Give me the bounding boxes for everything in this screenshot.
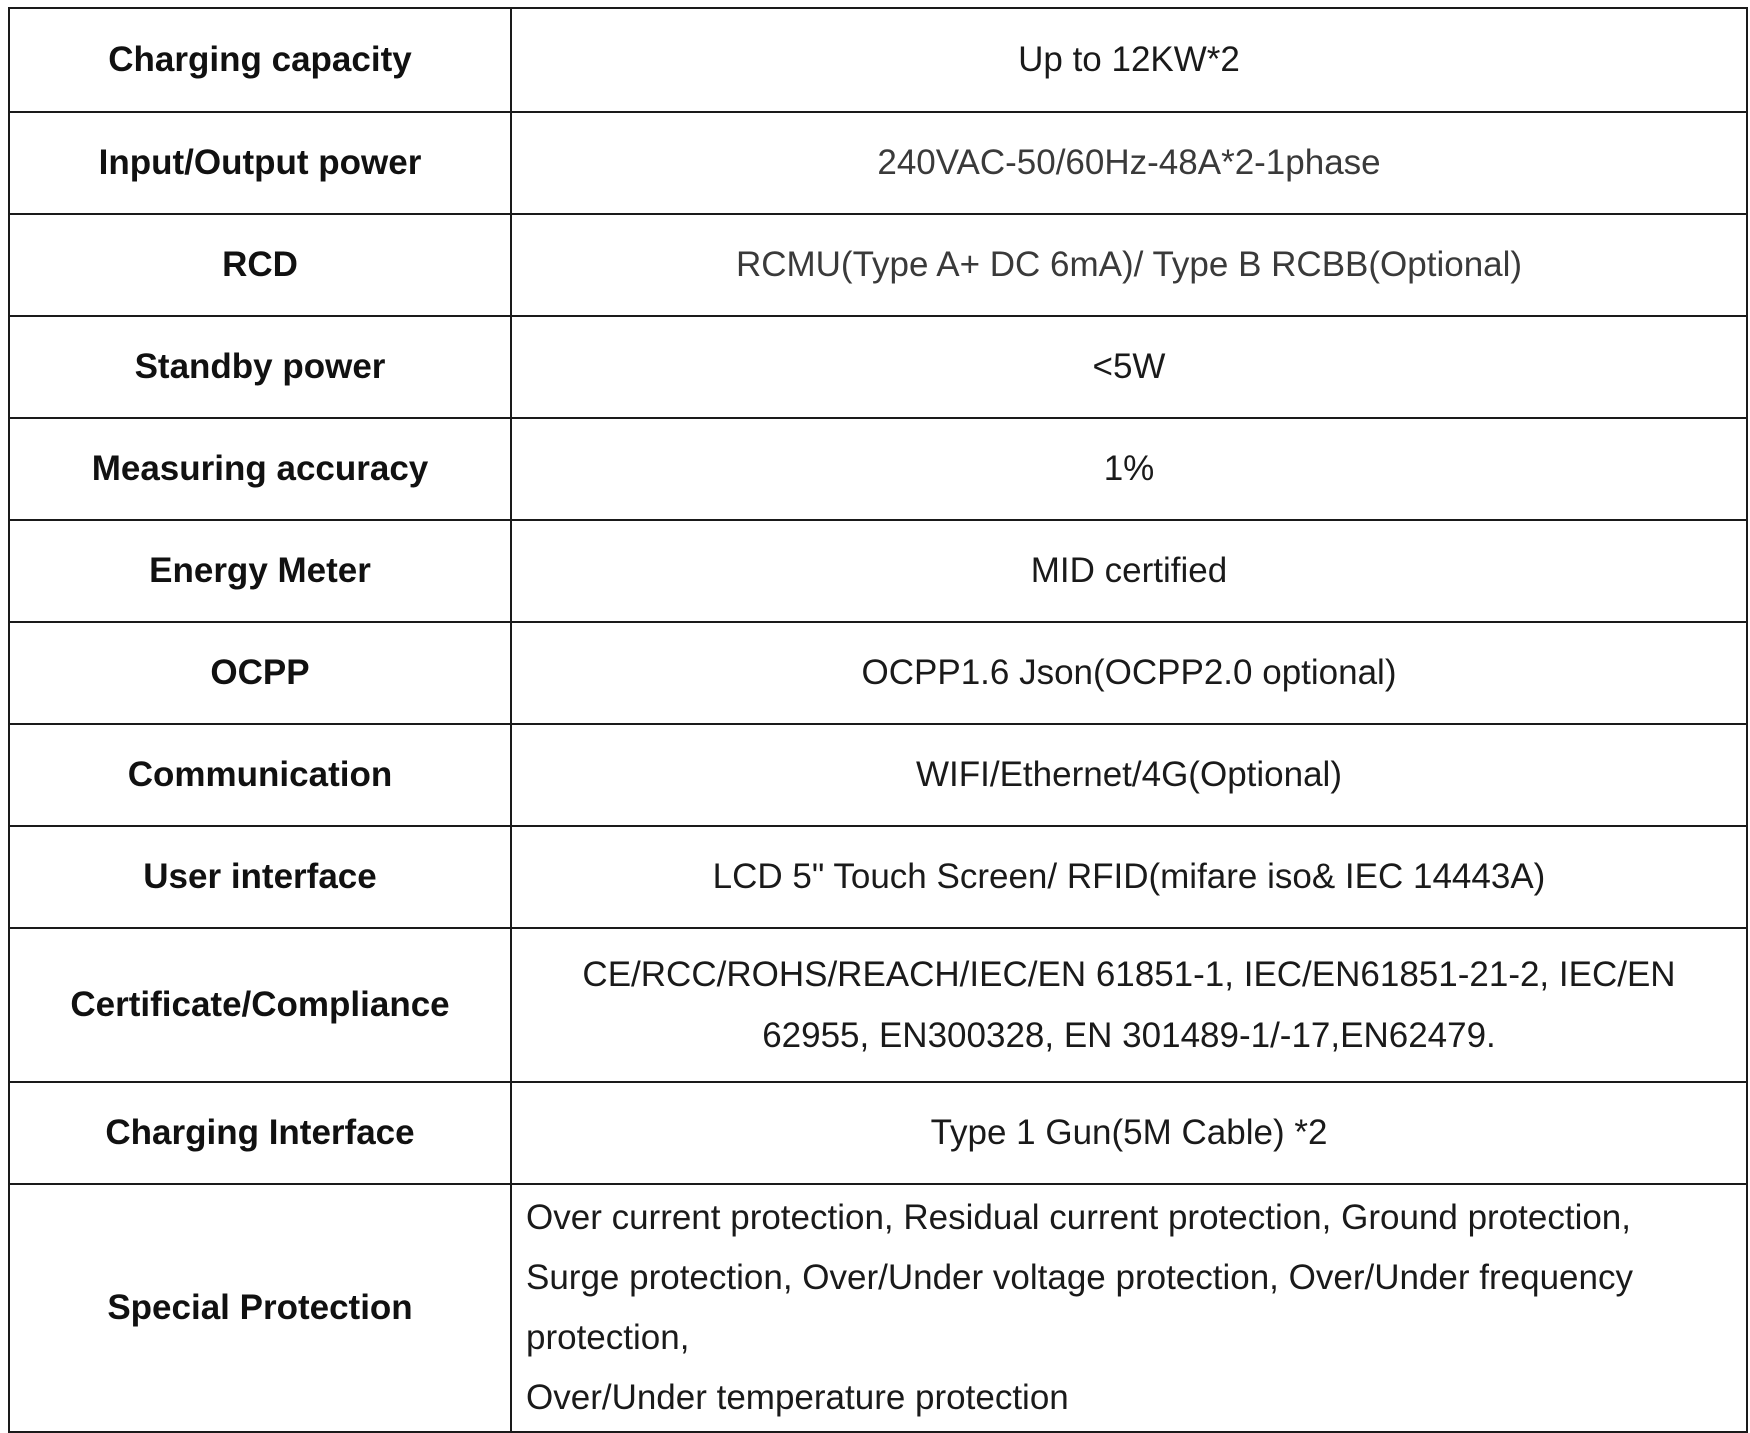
row-value-ocpp: OCPP1.6 Json(OCPP2.0 optional) xyxy=(510,621,1748,725)
value-line: 62955, EN300328, EN 301489-1/-17,EN62479… xyxy=(762,1016,1496,1055)
row-value-rcd: RCMU(Type A+ DC 6mA)/ Type B RCBB(Option… xyxy=(510,213,1748,317)
value-line: Over current protection, Residual curren… xyxy=(526,1198,1631,1237)
row-value-user-interface: LCD 5" Touch Screen/ RFID(mifare iso& IE… xyxy=(510,825,1748,929)
table-row: Charging capacity Up to 12KW*2 xyxy=(8,7,1748,113)
row-value-energy-meter: MID certified xyxy=(510,519,1748,623)
table-row: OCPP OCPP1.6 Json(OCPP2.0 optional) xyxy=(8,621,1748,725)
row-label-charging-interface: Charging Interface xyxy=(8,1081,512,1185)
table-row: Certificate/Compliance CE/RCC/ROHS/REACH… xyxy=(8,927,1748,1083)
row-label-charging-capacity: Charging capacity xyxy=(8,7,512,113)
row-label-rcd: RCD xyxy=(8,213,512,317)
row-value-measuring-accuracy: 1% xyxy=(510,417,1748,521)
row-label-special-protection: Special Protection xyxy=(8,1183,512,1433)
row-value-certificate-compliance: CE/RCC/ROHS/REACH/IEC/EN 61851-1, IEC/EN… xyxy=(510,927,1748,1083)
table-row: Energy Meter MID certified xyxy=(8,519,1748,623)
table-row: Charging Interface Type 1 Gun(5M Cable) … xyxy=(8,1081,1748,1185)
row-label-ocpp: OCPP xyxy=(8,621,512,725)
table-row: Special Protection Over current protecti… xyxy=(8,1183,1748,1433)
row-value-communication: WIFI/Ethernet/4G(Optional) xyxy=(510,723,1748,827)
value-line: Over/Under temperature protection xyxy=(526,1378,1069,1417)
table-row: Input/Output power 240VAC-50/60Hz-48A*2-… xyxy=(8,111,1748,215)
row-label-communication: Communication xyxy=(8,723,512,827)
row-value-charging-capacity: Up to 12KW*2 xyxy=(510,7,1748,113)
table-row: RCD RCMU(Type A+ DC 6mA)/ Type B RCBB(Op… xyxy=(8,213,1748,317)
row-label-energy-meter: Energy Meter xyxy=(8,519,512,623)
table-row: Communication WIFI/Ethernet/4G(Optional) xyxy=(8,723,1748,827)
row-label-certificate-compliance: Certificate/Compliance xyxy=(8,927,512,1083)
row-label-measuring-accuracy: Measuring accuracy xyxy=(8,417,512,521)
value-line: CE/RCC/ROHS/REACH/IEC/EN 61851-1, IEC/EN… xyxy=(582,955,1676,994)
row-label-standby-power: Standby power xyxy=(8,315,512,419)
table-row: User interface LCD 5" Touch Screen/ RFID… xyxy=(8,825,1748,929)
row-value-special-protection: Over current protection, Residual curren… xyxy=(510,1183,1748,1433)
row-label-input-output-power: Input/Output power xyxy=(8,111,512,215)
row-value-charging-interface: Type 1 Gun(5M Cable) *2 xyxy=(510,1081,1748,1185)
row-label-user-interface: User interface xyxy=(8,825,512,929)
row-value-standby-power: <5W xyxy=(510,315,1748,419)
value-line: Surge protection, Over/Under voltage pro… xyxy=(526,1258,1633,1297)
spec-table: Charging capacity Up to 12KW*2 Input/Out… xyxy=(8,7,1748,1433)
table-row: Standby power <5W xyxy=(8,315,1748,419)
row-value-input-output-power: 240VAC-50/60Hz-48A*2-1phase xyxy=(510,111,1748,215)
value-line: protection, xyxy=(526,1318,690,1357)
table-row: Measuring accuracy 1% xyxy=(8,417,1748,521)
